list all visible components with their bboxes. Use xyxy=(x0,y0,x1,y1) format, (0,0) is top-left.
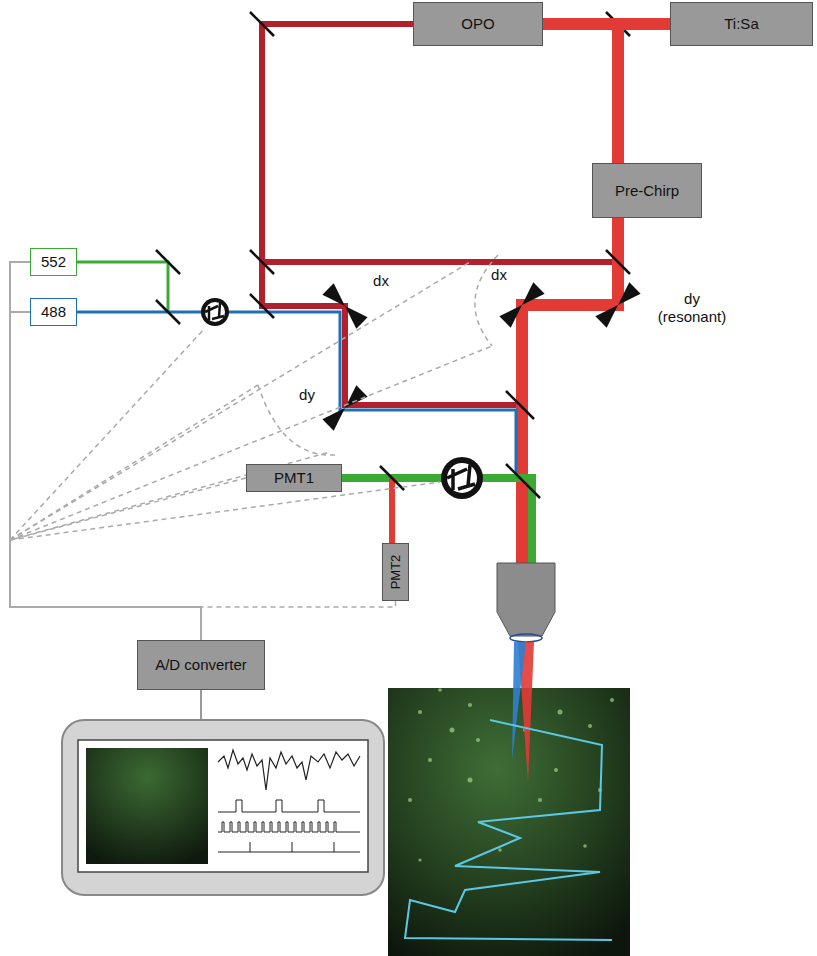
detector-box: PMT2 xyxy=(382,543,409,601)
scanner-label: dy (resonant) xyxy=(650,290,734,326)
screen-image xyxy=(86,748,208,864)
control-wire xyxy=(10,328,205,540)
signal-wire xyxy=(201,601,396,640)
scanner-mirror xyxy=(322,385,367,430)
mirror xyxy=(156,300,180,324)
laser-beam xyxy=(618,24,670,163)
opo-beam xyxy=(262,24,520,405)
dichroic-mirror xyxy=(506,391,534,419)
signal-wire xyxy=(10,262,201,640)
mirror xyxy=(606,12,630,36)
computer-monitor xyxy=(62,720,384,895)
laser-beams xyxy=(77,24,618,565)
box-label: PMT1 xyxy=(274,469,314,486)
control-wire xyxy=(10,262,470,540)
trigger-trace xyxy=(218,800,360,812)
objective-lens xyxy=(497,563,555,636)
opo-beam xyxy=(262,259,618,265)
box-label: Ti:Sa xyxy=(724,15,758,32)
box-label: PMT2 xyxy=(388,555,403,590)
box-label: OPO xyxy=(461,15,494,32)
converter-box: A/D converter xyxy=(137,640,265,690)
box-label: 552 xyxy=(41,253,66,270)
mirror xyxy=(606,250,630,274)
scanner-mirror xyxy=(499,282,544,327)
shutter-icon xyxy=(441,457,483,499)
signal-wire xyxy=(10,478,246,640)
box-label: A/D converter xyxy=(155,656,247,673)
signal-wire xyxy=(10,312,201,640)
laser-box: OPO xyxy=(413,2,543,46)
green-laser-beam xyxy=(77,262,168,312)
laser-box: 488 xyxy=(30,298,77,326)
mirror xyxy=(156,250,180,274)
scan-path xyxy=(405,720,612,940)
control-wire xyxy=(10,385,258,540)
process-box: Pre-Chirp xyxy=(592,163,702,218)
tissue-image xyxy=(388,688,630,956)
box-label: 488 xyxy=(41,303,66,320)
scanner-label: dx xyxy=(370,272,392,290)
shutter-icon xyxy=(201,298,229,326)
scanners xyxy=(322,282,640,430)
tissue-image xyxy=(388,642,630,956)
laser-box: Ti:Sa xyxy=(670,2,813,46)
scan-arc xyxy=(258,385,335,455)
scanner-mirror xyxy=(322,283,367,328)
control-wire xyxy=(10,482,440,540)
signal-trace xyxy=(218,750,360,790)
cell-dots xyxy=(408,688,614,861)
mirrors xyxy=(156,12,630,498)
stimulation-cone xyxy=(512,642,526,760)
dichroic-mirror xyxy=(380,466,404,490)
mirror xyxy=(250,12,274,36)
event-trace xyxy=(218,842,360,852)
detector-box: PMT1 xyxy=(246,464,342,492)
tisa-beam xyxy=(522,218,618,565)
emission-beam xyxy=(342,478,532,565)
blue-laser-beam xyxy=(77,312,516,478)
scanner-label: dx xyxy=(488,266,510,284)
red-emission-beam xyxy=(389,478,395,543)
screen xyxy=(78,740,368,872)
laser-box: 552 xyxy=(30,248,77,276)
computer-monitor xyxy=(62,720,384,895)
mirror xyxy=(250,250,274,274)
excitation-cone xyxy=(518,642,534,782)
mirror xyxy=(250,294,274,318)
clock-trace xyxy=(218,822,360,832)
objective-lens xyxy=(510,634,542,642)
data-cable xyxy=(200,690,202,722)
control-wire xyxy=(10,346,492,540)
dichroic-mirror xyxy=(506,464,540,498)
box-label: Pre-Chirp xyxy=(615,182,679,199)
laser-beam xyxy=(543,18,670,30)
scanner-label: dy xyxy=(296,386,318,404)
control-wires xyxy=(10,255,498,540)
resonant-scanner xyxy=(595,282,640,327)
